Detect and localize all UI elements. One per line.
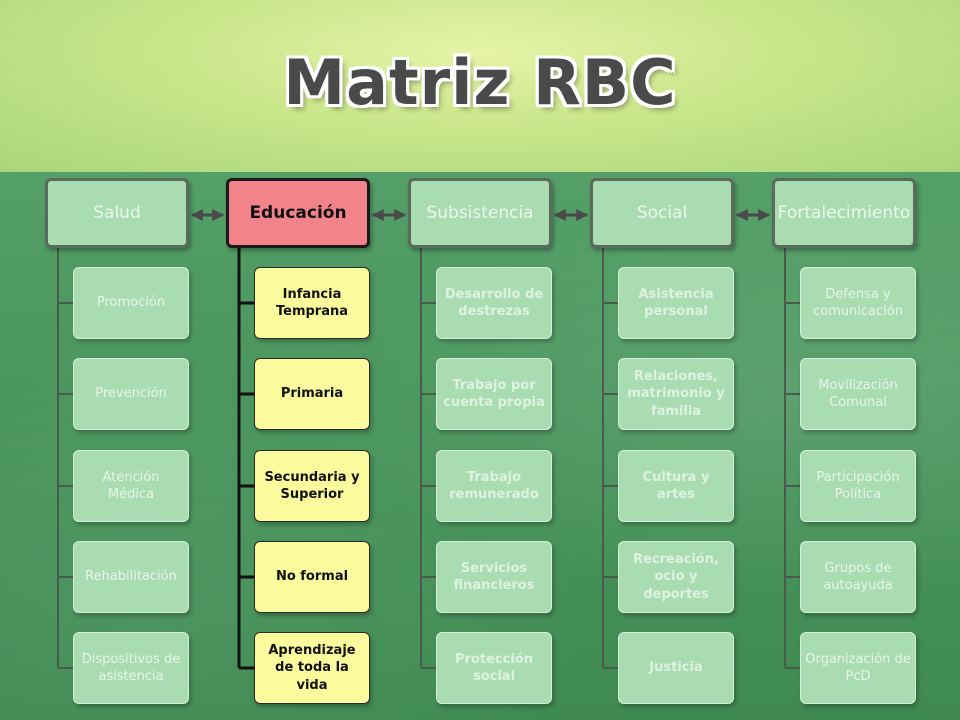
item-justicia: Justicia [618,632,734,704]
item-trabajo-cuenta-propia: Trabajo por cuenta propia [436,358,552,430]
item-no-formal: No formal [254,541,370,613]
header-salud: Salud [45,178,189,248]
item-trabajo-remunerado: Trabajo remunerado [436,450,552,522]
header-social: Social [590,178,734,248]
slide-title: Matriz RBC [283,46,677,119]
item-prevencion: Prevención [73,358,189,430]
item-proteccion-social: Protección social [436,632,552,704]
item-asistencia-personal: Asistencia personal [618,267,734,339]
item-grupos-autoayuda: Grupos de autoayuda [800,541,916,613]
item-promocion: Promoción [73,267,189,339]
item-cultura-artes: Cultura y artes [618,450,734,522]
item-participacion-politica: Participación Política [800,450,916,522]
header-educacion: Educación [226,178,370,248]
header-subsistencia: Subsistencia [408,178,552,248]
title-band [0,0,960,172]
item-primaria: Primaria [254,358,370,430]
header-fortalecimiento: Fortalecimiento [772,178,916,248]
item-servicios-financieros: Servicios financieros [436,541,552,613]
item-relaciones: Relaciones, matrimonio y familia [618,358,734,430]
item-rehabilitacion: Rehabilitación [73,541,189,613]
item-desarrollo-destrezas: Desarrollo de destrezas [436,267,552,339]
item-aprendizaje: Aprendizaje de toda la vida [254,632,370,704]
item-defensa-comunicacion: Defensa y comunicación [800,267,916,339]
item-atencion-medica: Atención Médica [73,450,189,522]
item-secundaria-superior: Secundaria y Superior [254,450,370,522]
item-dispositivos: Dispositivos de asistencia [73,632,189,704]
background-pattern [0,172,960,720]
item-movilizacion-comunal: Movilización Comunal [800,358,916,430]
item-recreacion: Recreación, ocio y deportes [618,541,734,613]
item-organizacion-pcd: Organización de PcD [800,632,916,704]
item-infancia-temprana: Infancia Temprana [254,267,370,339]
